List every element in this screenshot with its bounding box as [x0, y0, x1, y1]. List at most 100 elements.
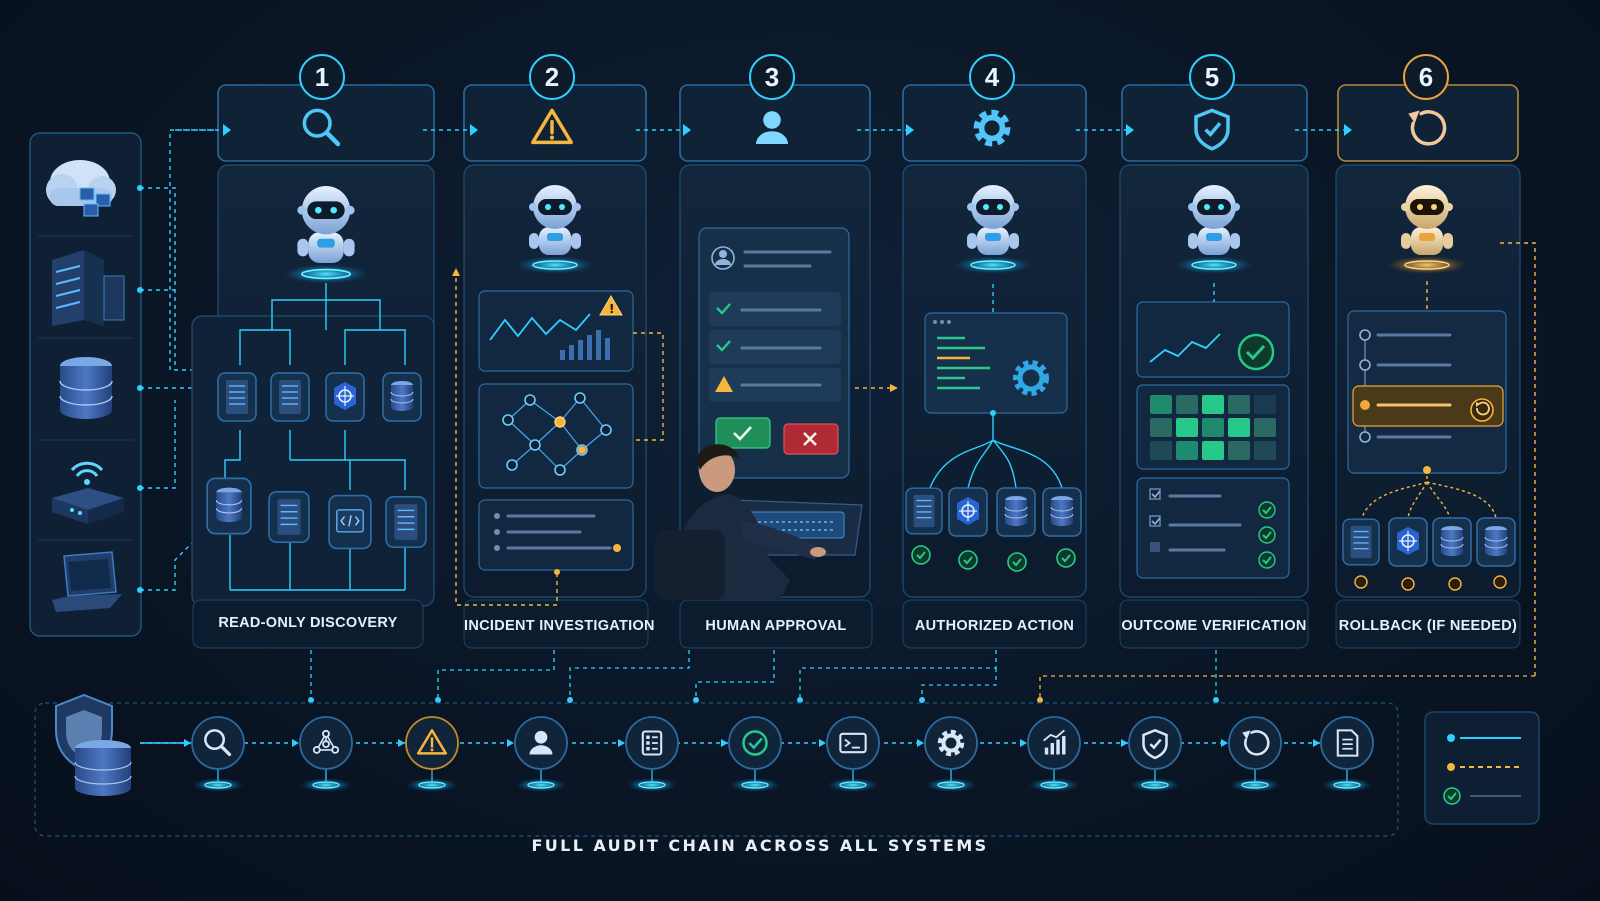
stage-1-number: 1: [315, 62, 329, 92]
stage-2-column: [463, 164, 649, 649]
audit-node: [728, 716, 782, 792]
flow-arrow: [636, 124, 691, 136]
heatmap-cell: [1254, 441, 1276, 460]
network-icon: [312, 729, 340, 754]
heatmap-cell: [1176, 441, 1198, 460]
warning-icon: [416, 729, 448, 755]
stage-5-badge: 5: [1189, 54, 1235, 100]
checklist-icon: [641, 730, 663, 756]
server-node-icon: [905, 487, 943, 535]
heatmap-cell: [1176, 418, 1198, 437]
rollback-audit-connector: [1039, 675, 1535, 700]
audit-arrow: [618, 739, 625, 747]
warning-icon: !: [599, 295, 623, 316]
server-node-icon: [1342, 518, 1380, 566]
kubernetes-node-icon: [948, 487, 988, 537]
search-icon: [302, 108, 341, 147]
stage-to-audit-connectors: [310, 650, 1217, 700]
audit-arrow: [184, 739, 191, 747]
audit-node: [924, 716, 978, 792]
audit-node: [826, 716, 880, 792]
server-node-icon: [385, 495, 427, 549]
legend-box: [1424, 711, 1540, 825]
stage-3-number: 3: [765, 62, 779, 92]
rollback-icon: [1242, 730, 1270, 756]
audit-node: [299, 716, 353, 792]
audit-shield-database-icon: [55, 693, 132, 796]
audit-node: [1228, 716, 1282, 792]
cloud-icon: [46, 160, 116, 217]
database-node-icon: [996, 487, 1036, 537]
audit-arrow: [819, 739, 826, 747]
audit-arrow: [721, 739, 728, 747]
audit-arrow: [917, 739, 924, 747]
check-circle-icon: [742, 730, 768, 756]
code-node-icon: [328, 494, 372, 550]
heatmap-cell: [1150, 395, 1172, 414]
verification-checklist-card: [1136, 477, 1290, 579]
rollback-icon: [1470, 398, 1494, 422]
audit-node: [1128, 716, 1182, 792]
audit-node: [1320, 716, 1374, 792]
server-node-icon: [268, 490, 310, 544]
chart-icon: [1043, 729, 1066, 755]
approve-button[interactable]: [715, 417, 771, 449]
reject-button[interactable]: [783, 423, 839, 455]
terminal-icon: [839, 732, 867, 754]
audit-node: [1027, 716, 1081, 792]
source-connector-dots: [137, 185, 143, 593]
heatmap-cell: [1202, 441, 1224, 460]
stage-1-tree: [224, 283, 406, 591]
heatmap-cell: [1150, 441, 1172, 460]
audit-arrow: [1020, 739, 1027, 747]
audit-entry-dots: [308, 697, 1219, 703]
audit-arrow: [507, 739, 514, 747]
user-icon: [756, 111, 788, 144]
stage-4-number: 4: [985, 62, 1000, 92]
shield-check-icon: [1194, 108, 1230, 151]
database-node-icon: [1432, 517, 1472, 567]
anomaly-chart-card: !: [478, 290, 634, 372]
heatmap-cell: [1254, 418, 1276, 437]
audit-arrow: [1221, 739, 1228, 747]
console-window: [924, 312, 1068, 414]
heatmap-card: [1136, 384, 1290, 470]
server-rack-icon: [52, 250, 125, 326]
stage-6-number: 6: [1419, 62, 1433, 92]
flow-arrow: [175, 124, 231, 136]
stage-5-number: 5: [1205, 62, 1219, 92]
verification-chart-card: [1136, 301, 1290, 378]
heatmap-cell: [1150, 418, 1172, 437]
database-node-icon: [382, 372, 422, 422]
stage-3-badge: 3: [749, 54, 795, 100]
stage-6-header: 6: [1337, 54, 1519, 162]
audit-arrow: [292, 739, 299, 747]
stage-2-badge: 2: [529, 54, 575, 100]
heatmap-cell: [1202, 395, 1224, 414]
audit-node: [191, 716, 245, 792]
audit-chain-panel: [34, 702, 1399, 837]
rollback-icon: [1408, 110, 1447, 146]
stage-1-badge: 1: [299, 54, 345, 100]
stage-5-header: 5: [1121, 54, 1308, 162]
server-node-icon: [270, 372, 310, 422]
audit-arrow: [1313, 739, 1320, 747]
heatmap-cell: [1254, 395, 1276, 414]
flow-arrow: [857, 124, 914, 136]
heatmap-cell: [1228, 441, 1250, 460]
audit-node: [514, 716, 568, 792]
audit-node-row: [140, 716, 1374, 792]
stage-6-marker-icons: [1354, 575, 1507, 591]
stage-2-number: 2: [545, 62, 559, 92]
log-list-card: [478, 499, 634, 571]
stage-6-badge: 6: [1403, 54, 1449, 100]
source-connectors: [140, 129, 225, 591]
stage-6-tree: [1361, 242, 1536, 676]
server-node-icon: [217, 372, 257, 422]
stage-4-header: 4: [902, 54, 1087, 162]
legend-solid-marker: [1447, 734, 1455, 742]
flow-arrow: [1076, 124, 1134, 136]
audit-arrow: [398, 739, 405, 747]
laptop-icon: [52, 551, 122, 612]
